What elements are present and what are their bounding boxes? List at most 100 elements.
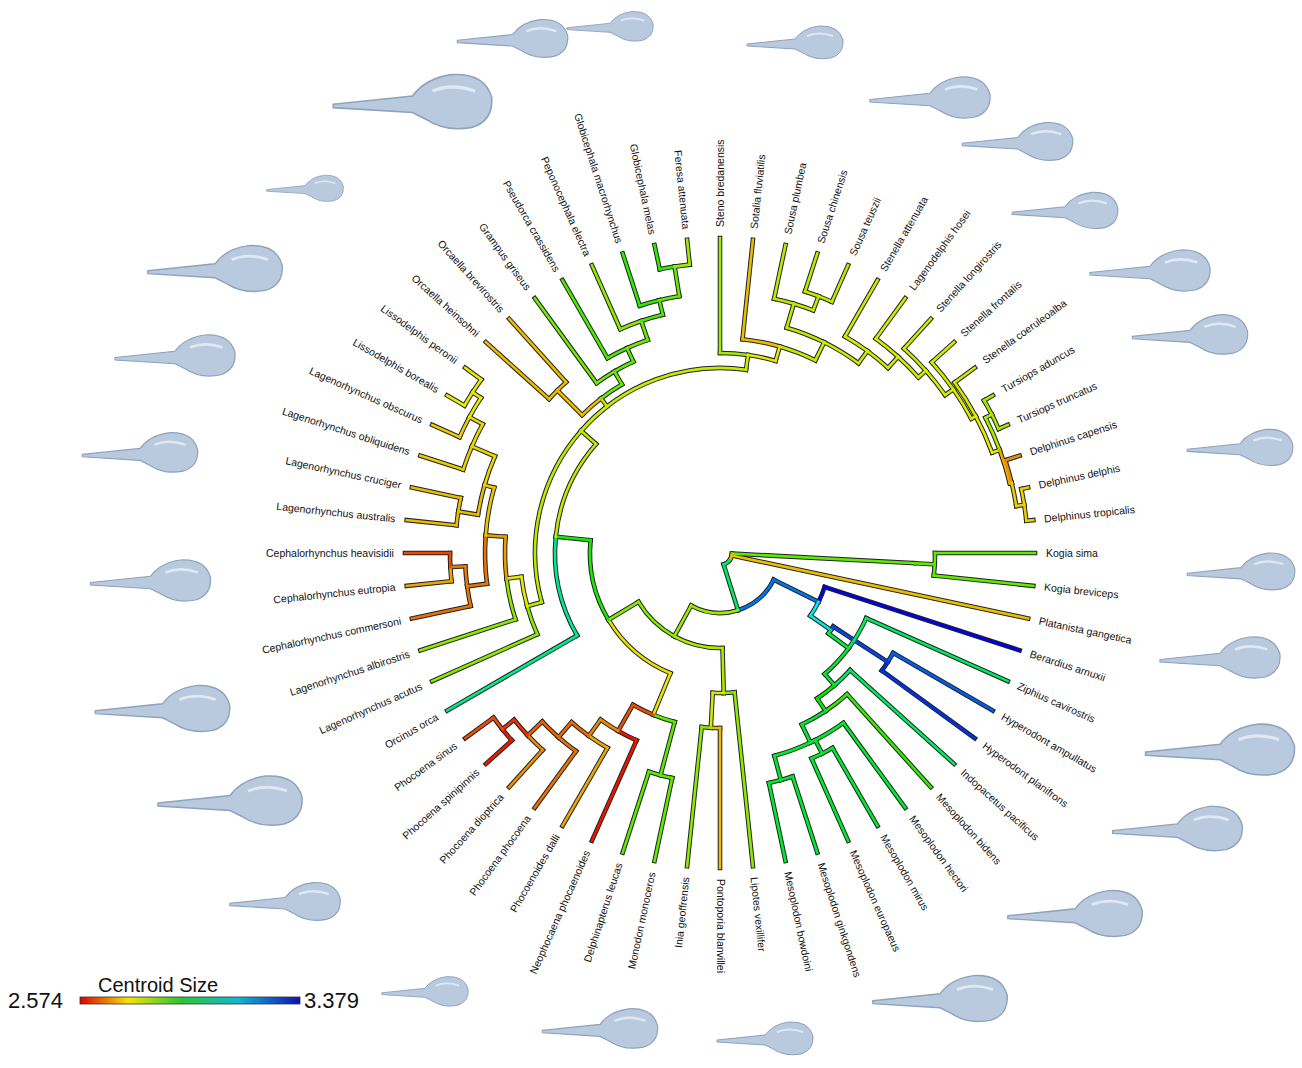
tree-branch	[467, 584, 487, 587]
tree-branch	[514, 720, 528, 736]
tree-branch	[776, 347, 780, 361]
tree-branch	[867, 351, 888, 368]
tree-branch	[945, 389, 953, 395]
tree-branch	[812, 759, 849, 841]
tree-branch	[449, 553, 452, 567]
tree-branch	[802, 711, 826, 725]
tree-branch	[521, 577, 527, 606]
tree-branch	[581, 368, 746, 431]
tree-branch	[1005, 456, 1019, 461]
tree-branch	[819, 296, 832, 302]
species-label: Delphinus capensis	[1028, 418, 1118, 458]
tree-branch	[992, 415, 999, 429]
tree-branch	[876, 298, 905, 338]
skull	[1012, 192, 1118, 228]
tree-branch	[407, 520, 457, 525]
tree-branch	[460, 417, 470, 437]
tree-branch	[467, 584, 487, 587]
tree-branch	[822, 748, 832, 754]
tree-branch	[572, 722, 589, 736]
scale-max: 3.379	[304, 988, 359, 1014]
skull	[717, 1022, 813, 1055]
tree-branch	[774, 299, 794, 304]
tree-branch	[815, 342, 824, 360]
tree-branch	[1024, 505, 1026, 521]
tree-branch	[774, 743, 810, 756]
tree-branch	[805, 292, 819, 297]
tree-branch	[781, 777, 793, 781]
tree-branch	[876, 339, 898, 357]
tree-branch	[639, 602, 675, 636]
tree-branch	[1021, 488, 1028, 490]
skull	[382, 977, 468, 1007]
tree-branch	[882, 662, 888, 671]
tree-branch	[447, 396, 464, 406]
tree-branch	[486, 535, 506, 537]
tree-branch	[592, 265, 620, 329]
tree-branch	[713, 691, 724, 694]
skull	[1008, 891, 1143, 937]
tree-branch	[420, 456, 463, 470]
tree-branch	[819, 587, 825, 602]
tree-branch	[904, 319, 931, 349]
species-label: Cephalorhynchus heavisidii	[266, 547, 394, 560]
tree-branch	[1021, 489, 1024, 505]
tree-branch	[601, 720, 619, 731]
tree-branch	[888, 357, 898, 368]
tree-branch	[528, 722, 543, 736]
tree-branch	[675, 267, 680, 297]
tree-branch	[559, 722, 572, 737]
tree-branch	[849, 618, 867, 648]
tree-branch	[882, 662, 888, 671]
tree-branch	[472, 424, 483, 446]
tree-branch	[556, 537, 591, 541]
tree-branch	[934, 576, 1034, 586]
tree-branch	[859, 351, 868, 363]
tree-branch	[407, 581, 452, 586]
tree-branch	[735, 692, 753, 866]
color-scale-bar	[80, 997, 300, 1004]
tree-branch	[849, 618, 867, 648]
tree-branch	[774, 245, 785, 299]
tree-branch	[592, 265, 620, 329]
tree-branch	[748, 355, 776, 361]
tree-branch	[955, 383, 976, 417]
tree-branch	[502, 720, 514, 729]
tree-branch	[812, 759, 849, 841]
tree-branch	[687, 240, 690, 265]
tree-branch	[918, 371, 926, 378]
tree-branch	[559, 722, 572, 737]
tree-branch	[485, 535, 487, 583]
tree-branch	[738, 580, 774, 611]
tree-branch	[485, 485, 495, 488]
tree-branch	[774, 580, 819, 602]
species-label: Platanista gangetica	[1038, 614, 1133, 646]
tree-branch	[521, 577, 527, 606]
tree-branch	[847, 694, 931, 787]
tree-branch	[1005, 456, 1019, 461]
tree-branch	[817, 699, 825, 712]
tree-branch	[486, 535, 506, 537]
tree-branch	[825, 648, 849, 674]
tree-branch	[618, 705, 633, 731]
tree-branch	[514, 720, 528, 736]
tree-branch	[769, 783, 786, 861]
tree-branch	[641, 315, 663, 321]
tree-branch	[904, 349, 926, 371]
tree-branch	[620, 321, 641, 329]
species-label: Phocoena sinus	[392, 740, 460, 794]
tree-branch	[1024, 505, 1026, 521]
tree-branch	[465, 718, 493, 739]
tree-branch	[609, 602, 639, 620]
tree-branch	[494, 718, 503, 730]
tree-branch	[557, 390, 582, 415]
tree-branch	[581, 368, 746, 431]
species-label: Monodon monoceros	[625, 871, 658, 970]
tree-branch	[542, 722, 558, 738]
tree-branch	[843, 723, 905, 808]
species-label: Ziphius cavirostris	[1015, 680, 1097, 726]
species-label: Globicephala melas	[627, 143, 658, 236]
tree-branch	[458, 512, 478, 515]
tree-branch	[661, 722, 675, 775]
tree-branch	[465, 566, 467, 586]
